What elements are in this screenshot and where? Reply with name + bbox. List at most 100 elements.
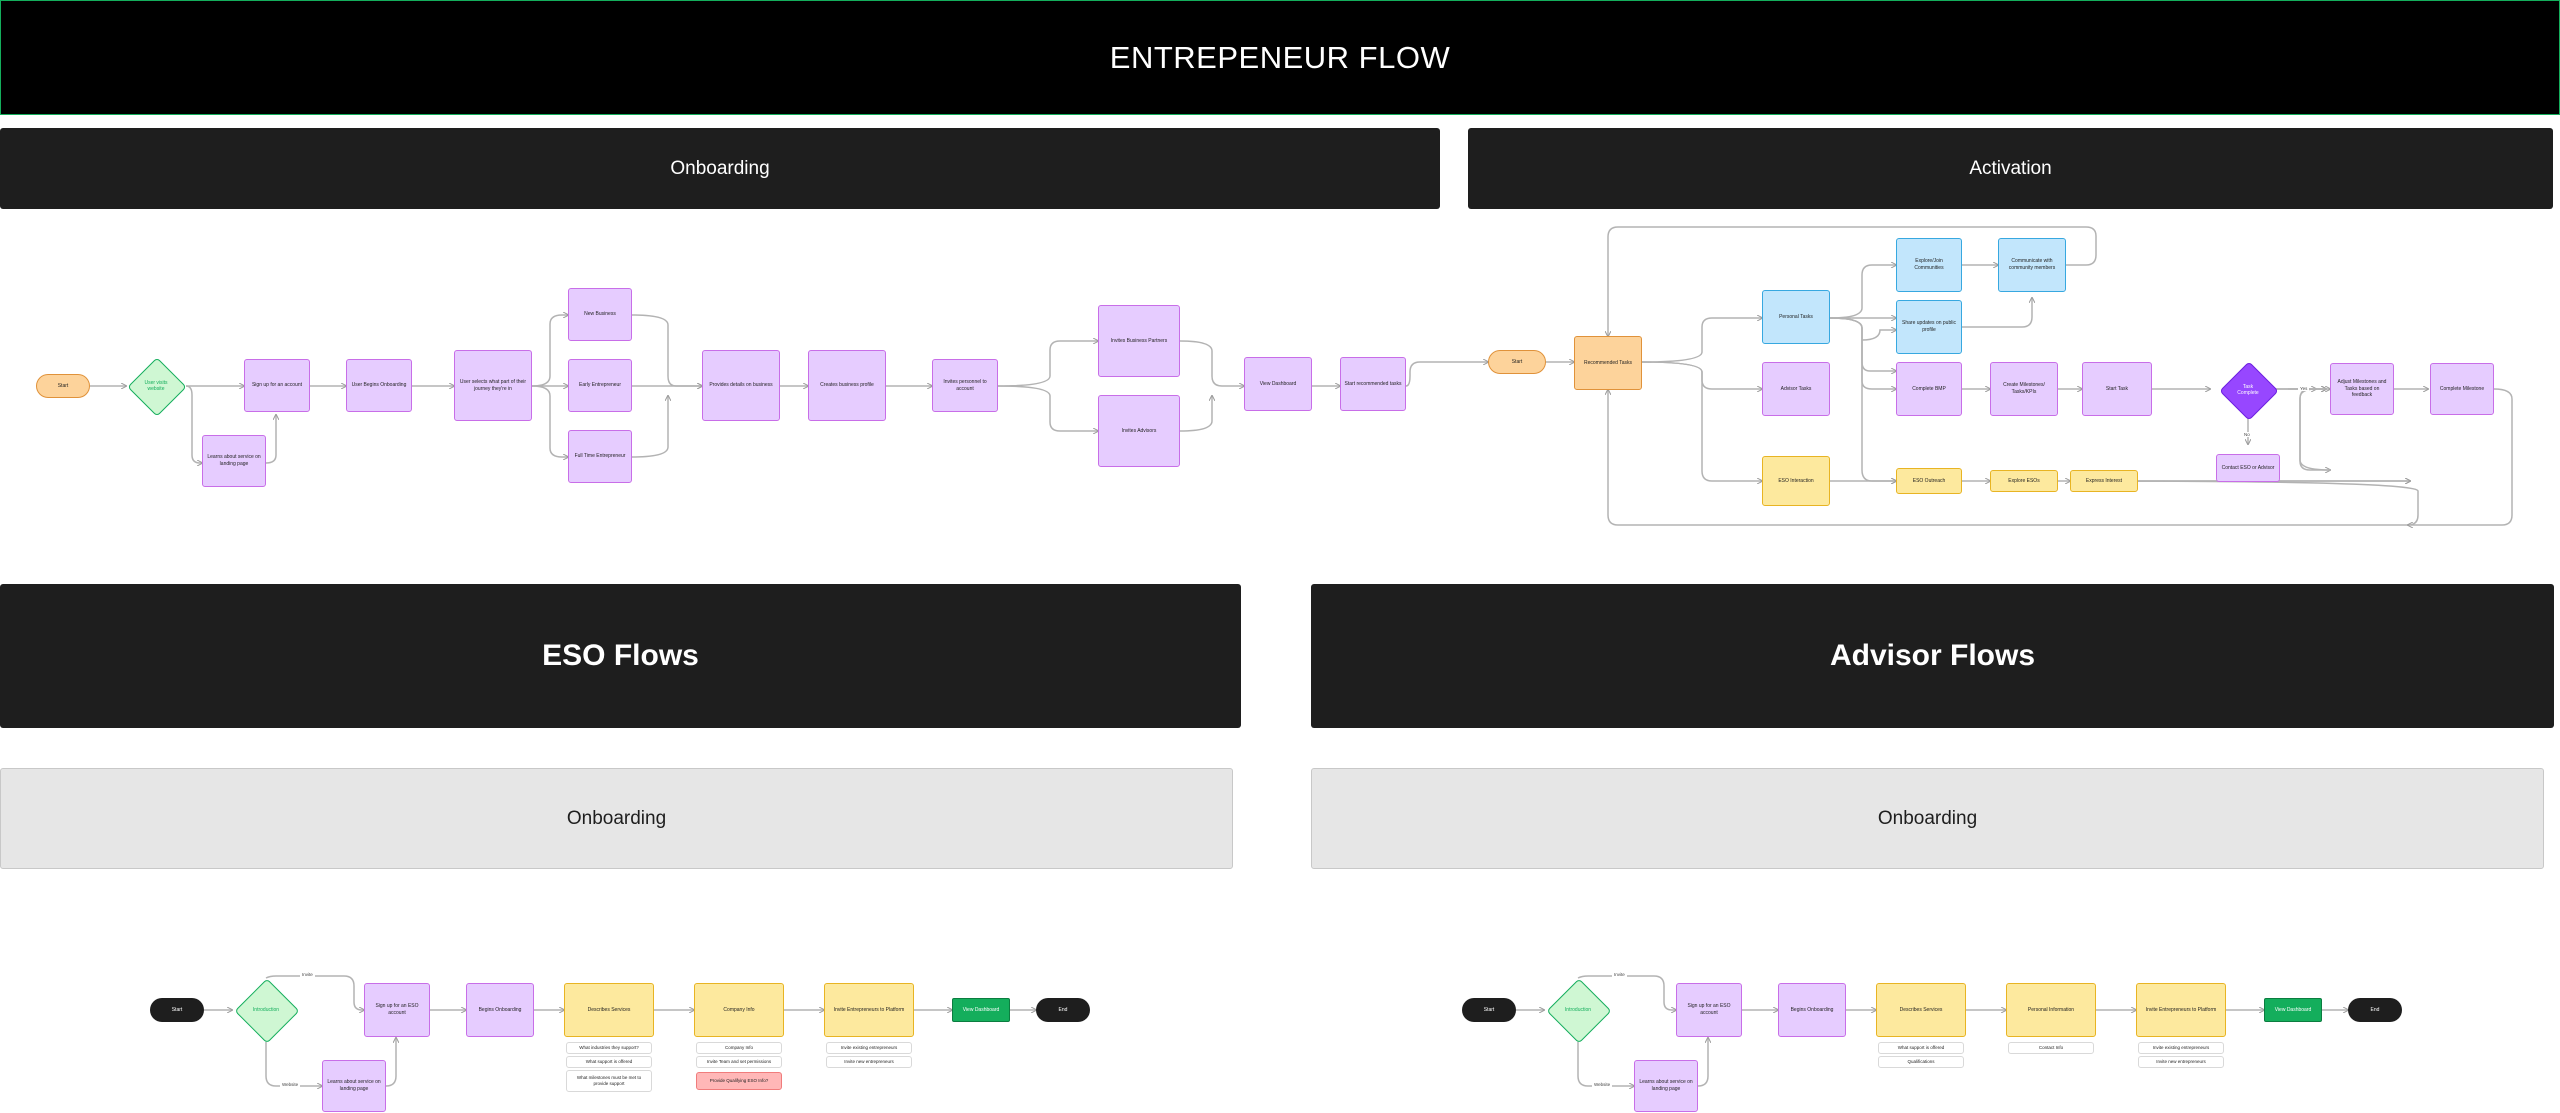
advisor-decision-introduction[interactable]: Introduction (1544, 978, 1612, 1044)
edge (1829, 317, 1896, 389)
communicate-members-node[interactable]: Communicate with community members (1998, 238, 2066, 292)
select-journey-node[interactable]: User selects what part of their journey … (454, 350, 532, 421)
create-milestones-node[interactable]: Create Milestones/ Tasks/KPIs (1990, 362, 2058, 416)
edge (1405, 362, 1488, 387)
learn-about-node[interactable]: Learns about service on landing page (202, 435, 266, 487)
eso-learn-about-node[interactable]: Learns about service on landing page (322, 1060, 386, 1112)
eso-invite-note: Invite existing entrepreneurs (826, 1042, 912, 1054)
eso-view-dashboard-node[interactable]: View Dashboard (952, 998, 1010, 1022)
advisor-describes-services-node[interactable]: Describes Services (1876, 983, 1966, 1037)
yes-label: Yes (2298, 386, 2310, 391)
eso-company-alert: Provide Qualifying ESO Info? (696, 1072, 782, 1090)
edge (631, 396, 668, 458)
section-title: Onboarding (566, 807, 667, 829)
eso-services-note: What support is offered (566, 1056, 652, 1068)
early-entrepreneur-node[interactable]: Early Entrepreneur (568, 359, 632, 412)
eso-start-terminal[interactable]: Start (150, 998, 204, 1022)
provides-details-node[interactable]: Provides details on business (702, 350, 780, 421)
start-task-node[interactable]: Start Task (2082, 362, 2152, 416)
edge (1577, 975, 1676, 1010)
advisor-personal-info-node[interactable]: Personal Information (2006, 983, 2096, 1037)
advisor-learn-about-node[interactable]: Learns about service on landing page (1634, 1060, 1698, 1112)
advisor-services-note: What support is offered (1878, 1042, 1964, 1054)
decision-visit-website[interactable]: User visits website (126, 357, 187, 417)
section-activation: Activation (1468, 128, 2553, 209)
section-title: Onboarding (670, 157, 770, 179)
eso-describes-services-node[interactable]: Describes Services (564, 983, 654, 1037)
eso-invite-entrepreneurs-node[interactable]: Invite Entrepreneurs to Platform (824, 983, 914, 1037)
advisor-end-terminal[interactable]: End (2348, 998, 2402, 1022)
section-eso-flows: ESO Flows (0, 584, 1241, 728)
eso-end-terminal[interactable]: End (1036, 998, 1090, 1022)
edge (2408, 388, 2513, 525)
eso-interaction-node[interactable]: ESO Interaction (1762, 456, 1830, 506)
section-advisor-flows: Advisor Flows (1311, 584, 2554, 728)
section-title: Advisor Flows (1829, 639, 2036, 672)
sign-up-node[interactable]: Sign up for an account (244, 359, 310, 412)
eso-company-note: Invite Team and set permissions (696, 1056, 782, 1068)
edge (1641, 361, 1762, 481)
website-label: Website (280, 1082, 301, 1087)
eso-begin-onboarding-node[interactable]: Begins Onboarding (466, 983, 534, 1037)
edge (1861, 330, 1896, 341)
edge (385, 1038, 396, 1087)
new-business-node[interactable]: New Business (568, 288, 632, 341)
website-label: Website (1592, 1082, 1613, 1087)
eso-sign-up-node[interactable]: Sign up for an ESO account (364, 983, 430, 1037)
advisor-invite-note: Invite new entrepreneurs (2138, 1056, 2224, 1068)
edge (265, 415, 276, 464)
edge (1829, 265, 1896, 319)
edge (531, 315, 568, 387)
contact-eso-node[interactable]: Contact ESO or Advisor (2216, 454, 2280, 482)
no-label: No (2242, 432, 2252, 437)
edge (997, 341, 1098, 387)
invites-advisors-node[interactable]: Invites Advisors (1098, 395, 1180, 467)
invites-partners-node[interactable]: Invites Business Partners (1098, 305, 1180, 377)
adjust-milestones-node[interactable]: Adjust Milestones and Tasks based on fee… (2330, 363, 2394, 415)
eso-company-info-node[interactable]: Company Info (694, 983, 784, 1037)
edge (185, 385, 202, 463)
personal-tasks-node[interactable]: Personal Tasks (1762, 290, 1830, 344)
section-onboarding: Onboarding (0, 128, 1440, 209)
eso-company-note: Company Info (696, 1042, 782, 1054)
section-title: ESO Flows (542, 639, 699, 672)
section-advisor-onboarding: Onboarding (1311, 768, 2544, 869)
page-title: ENTREPENEUR FLOW (1109, 39, 1451, 75)
complete-bmp-node[interactable]: Complete BMP (1896, 362, 1962, 416)
edge (631, 314, 702, 386)
eso-services-note: What industries they support? (566, 1042, 652, 1054)
eso-outreach-node[interactable]: ESO Outreach (1896, 468, 1962, 494)
advisor-invite-entrepreneurs-node[interactable]: Invite Entrepreneurs to Platform (2136, 983, 2226, 1037)
activation-start-terminal[interactable]: Start (1488, 350, 1546, 374)
advisor-begin-onboarding-node[interactable]: Begins Onboarding (1778, 983, 1846, 1037)
decision-task-complete[interactable]: Task Complete (2216, 361, 2280, 421)
section-title: Activation (1969, 157, 2052, 179)
invites-personnel-node[interactable]: Invites personnel to account (932, 359, 998, 412)
share-updates-node[interactable]: Share updates on public profile (1896, 300, 1962, 354)
begin-onboarding-node[interactable]: User Begins Onboarding (346, 359, 412, 412)
start-tasks-node[interactable]: Start recommended tasks (1340, 357, 1406, 411)
complete-milestone-node[interactable]: Complete Milestone (2430, 363, 2494, 415)
explore-esos-node[interactable]: Explore ESOs (1990, 470, 2058, 492)
view-dashboard-node[interactable]: View Dashboard (1244, 357, 1312, 411)
advisor-services-note: Qualifications (1878, 1056, 1964, 1068)
edge (1608, 226, 2097, 336)
recommended-tasks-node[interactable]: Recommended Tasks (1574, 336, 1642, 390)
invite-label: Invite (1612, 972, 1627, 977)
section-eso-onboarding: Onboarding (0, 768, 1233, 869)
full-time-entrepreneur-node[interactable]: Full Time Entrepreneur (568, 430, 632, 483)
advisor-personal-note: Contact Info (2008, 1042, 2094, 1054)
advisor-tasks-node[interactable]: Advisor Tasks (1762, 362, 1830, 416)
explore-communities-node[interactable]: Explore/Join Communities (1896, 238, 1962, 292)
edge (1179, 340, 1244, 386)
advisor-start-terminal[interactable]: Start (1462, 998, 1516, 1022)
edge (2299, 389, 2331, 471)
start-terminal[interactable]: Start (36, 374, 90, 398)
edge (1641, 318, 1762, 363)
advisor-sign-up-node[interactable]: Sign up for an ESO account (1676, 983, 1742, 1037)
advisor-view-dashboard-node[interactable]: View Dashboard (2264, 998, 2322, 1022)
creates-profile-node[interactable]: Creates business profile (808, 350, 886, 421)
eso-decision-introduction[interactable]: Introduction (232, 978, 300, 1044)
express-interest-node[interactable]: Express Interest (2070, 470, 2138, 492)
